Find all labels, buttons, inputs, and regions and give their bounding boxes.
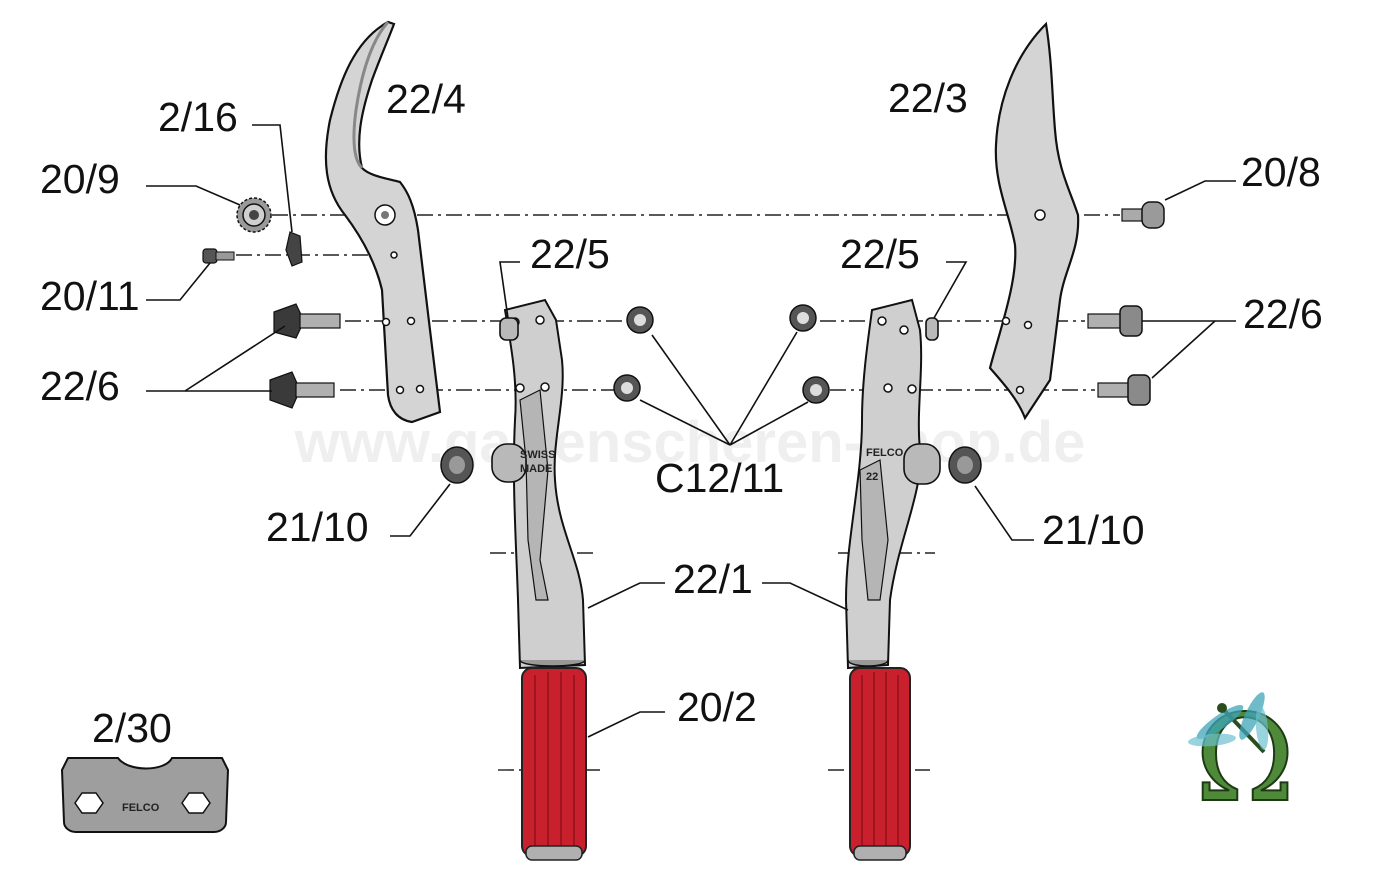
blade-right-part xyxy=(988,21,1080,421)
stop-left-part xyxy=(499,317,519,341)
dragonfly-icon xyxy=(1188,692,1269,754)
nuts-part xyxy=(613,304,830,404)
stamp-model: 22 xyxy=(866,471,878,483)
label-cushion-left: 21/10 xyxy=(266,504,369,550)
pivot-boss-left xyxy=(491,443,527,483)
label-stop-right: 22/5 xyxy=(840,231,920,277)
handle-left-part: SWISS MADE xyxy=(491,298,587,670)
omega-dragonfly-logo: Ω xyxy=(1188,689,1296,830)
handle-right-part: FELCO 22 xyxy=(844,298,941,670)
blade-left-part xyxy=(324,20,442,424)
label-small-screw: 20/11 xyxy=(40,273,140,319)
label-nut-gear: 20/9 xyxy=(40,156,120,202)
gear-nut-part xyxy=(236,197,272,233)
bolt-left-lower-part xyxy=(269,371,335,409)
bolt-right-upper-part xyxy=(1087,305,1143,337)
omega-icon: Ω xyxy=(1195,690,1295,829)
stop-right-part xyxy=(925,317,939,341)
stamp-felco-wrench: FELCO xyxy=(122,802,160,814)
cushion-right-part xyxy=(948,446,982,484)
label-bolt-right-top: 20/8 xyxy=(1241,149,1321,195)
grip-left-part xyxy=(521,667,587,861)
grip-right-part xyxy=(849,667,911,861)
bolt-right-top-part xyxy=(1121,201,1165,229)
label-handles: 22/1 xyxy=(673,556,753,602)
label-grip: 20/2 xyxy=(677,684,757,730)
pivot-boss-right xyxy=(903,443,941,485)
stamp-felco-handle: FELCO xyxy=(866,447,904,459)
stamp-swiss: SWISS xyxy=(520,449,555,461)
spring-part xyxy=(285,231,303,267)
bolt-right-lower-part xyxy=(1097,374,1151,406)
label-stop-left: 22/5 xyxy=(530,231,610,277)
label-cushion-right: 21/10 xyxy=(1042,507,1145,553)
label-spring: 2/16 xyxy=(158,94,238,140)
label-bolts-right: 22/6 xyxy=(1243,291,1323,337)
bolt-left-upper-part xyxy=(273,303,341,339)
label-blade-right: 22/3 xyxy=(888,75,968,121)
stamp-made: MADE xyxy=(520,463,552,475)
wrench-part: FELCO xyxy=(60,757,230,833)
label-nuts: C12/11 xyxy=(655,455,784,501)
small-screw-part xyxy=(202,248,235,264)
leader-lines xyxy=(146,124,1236,738)
label-blade-left: 22/4 xyxy=(386,76,466,122)
label-wrench: 2/30 xyxy=(92,705,172,751)
label-bolts-left: 22/6 xyxy=(40,363,120,409)
cushion-left-part xyxy=(440,446,474,484)
part-labels: 22/4 22/3 2/16 20/9 20/8 20/11 22/5 22/5… xyxy=(40,75,1323,751)
